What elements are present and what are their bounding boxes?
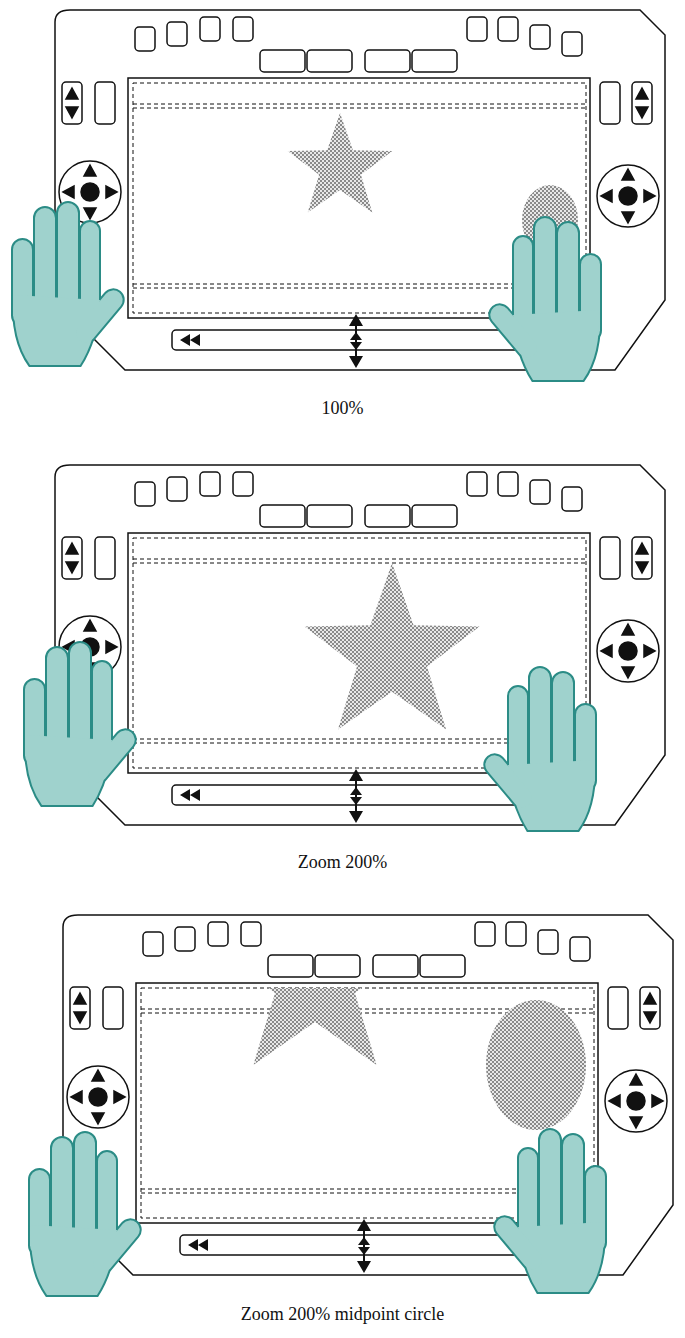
panel-caption: Zoom 200% midpoint circle — [0, 1304, 685, 1325]
panel-caption: 100% — [0, 398, 685, 419]
panel-caption: Zoom 200% — [0, 852, 685, 873]
